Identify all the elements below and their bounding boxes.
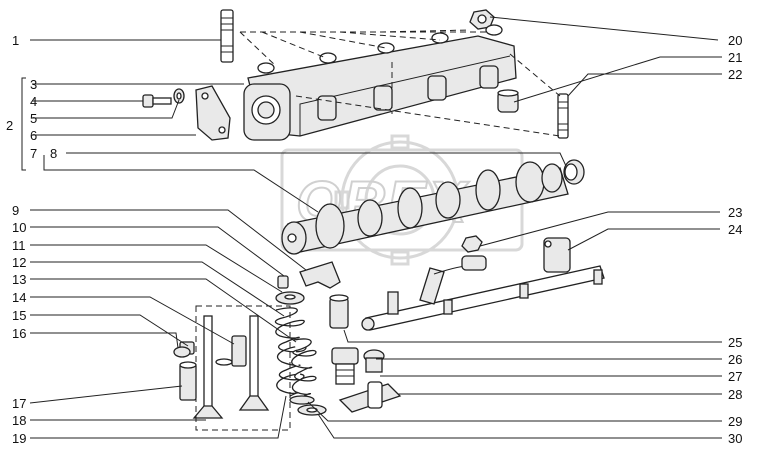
labels-right: 20 21 22 23 24 25 26 27 28 29 30 bbox=[728, 33, 742, 446]
label-27: 27 bbox=[728, 369, 742, 384]
label-14: 14 bbox=[12, 290, 26, 305]
label-20: 20 bbox=[728, 33, 742, 48]
label-8: 8 bbox=[50, 146, 57, 161]
label-2: 2 bbox=[6, 118, 13, 133]
label-29: 29 bbox=[728, 414, 742, 429]
assembly-lines bbox=[195, 29, 561, 431]
part-washer-29 bbox=[289, 395, 315, 405]
label-28: 28 bbox=[728, 387, 742, 402]
part-rocker-shaft-housing-3 bbox=[243, 24, 517, 141]
label-25: 25 bbox=[728, 335, 742, 350]
part-fitting-23 bbox=[461, 235, 487, 271]
part-valve-guide-17 bbox=[179, 361, 197, 401]
part-guide-14 bbox=[215, 335, 247, 367]
labels-left: 1 2 3 4 5 6 7 8 9 10 11 12 13 14 15 16 1… bbox=[6, 33, 57, 446]
label-10: 10 bbox=[12, 220, 26, 235]
label-19: 19 bbox=[12, 431, 26, 446]
label-5: 5 bbox=[30, 111, 37, 126]
part-rocker-arm-28 bbox=[338, 381, 402, 413]
label-11: 11 bbox=[12, 238, 26, 253]
label-26: 26 bbox=[728, 352, 742, 367]
label-23: 23 bbox=[728, 205, 742, 220]
label-17: 17 bbox=[12, 396, 26, 411]
part-oil-pipe-24 bbox=[361, 237, 605, 331]
part-tappet-25 bbox=[329, 294, 349, 329]
part-stud-1 bbox=[220, 9, 234, 63]
label-15: 15 bbox=[12, 308, 26, 323]
part-valve-exhaust-19 bbox=[238, 315, 270, 411]
part-stud-22 bbox=[557, 93, 569, 139]
label-12: 12 bbox=[12, 255, 26, 270]
part-washer-30 bbox=[297, 404, 327, 416]
part-bolt-4 bbox=[142, 94, 172, 108]
part-valve-cap-9 bbox=[299, 261, 341, 289]
part-plug-7 bbox=[563, 159, 585, 185]
label-7: 7 bbox=[30, 146, 37, 161]
part-bushing-21 bbox=[497, 89, 519, 113]
label-9: 9 bbox=[12, 203, 19, 218]
part-lock-nut-27 bbox=[363, 349, 385, 373]
label-24: 24 bbox=[728, 222, 742, 237]
leader-lines bbox=[21, 16, 722, 439]
part-washer-5 bbox=[173, 88, 185, 104]
label-6: 6 bbox=[30, 128, 37, 143]
part-camshaft-8 bbox=[281, 161, 569, 255]
label-3: 3 bbox=[30, 77, 37, 92]
part-keeper-10 bbox=[277, 275, 289, 289]
label-16: 16 bbox=[12, 326, 26, 341]
part-adjuster-26 bbox=[331, 347, 359, 385]
part-seal-16 bbox=[173, 346, 191, 358]
part-spring-13 bbox=[291, 338, 317, 397]
part-valve-intake-18 bbox=[192, 315, 224, 419]
label-21: 21 bbox=[728, 50, 742, 65]
label-30: 30 bbox=[728, 431, 742, 446]
label-1: 1 bbox=[12, 33, 19, 48]
label-4: 4 bbox=[30, 94, 37, 109]
label-22: 22 bbox=[728, 67, 742, 82]
part-bracket-6 bbox=[195, 85, 231, 141]
part-retainer-11 bbox=[275, 291, 305, 305]
label-13: 13 bbox=[12, 272, 26, 287]
label-18: 18 bbox=[12, 413, 26, 428]
